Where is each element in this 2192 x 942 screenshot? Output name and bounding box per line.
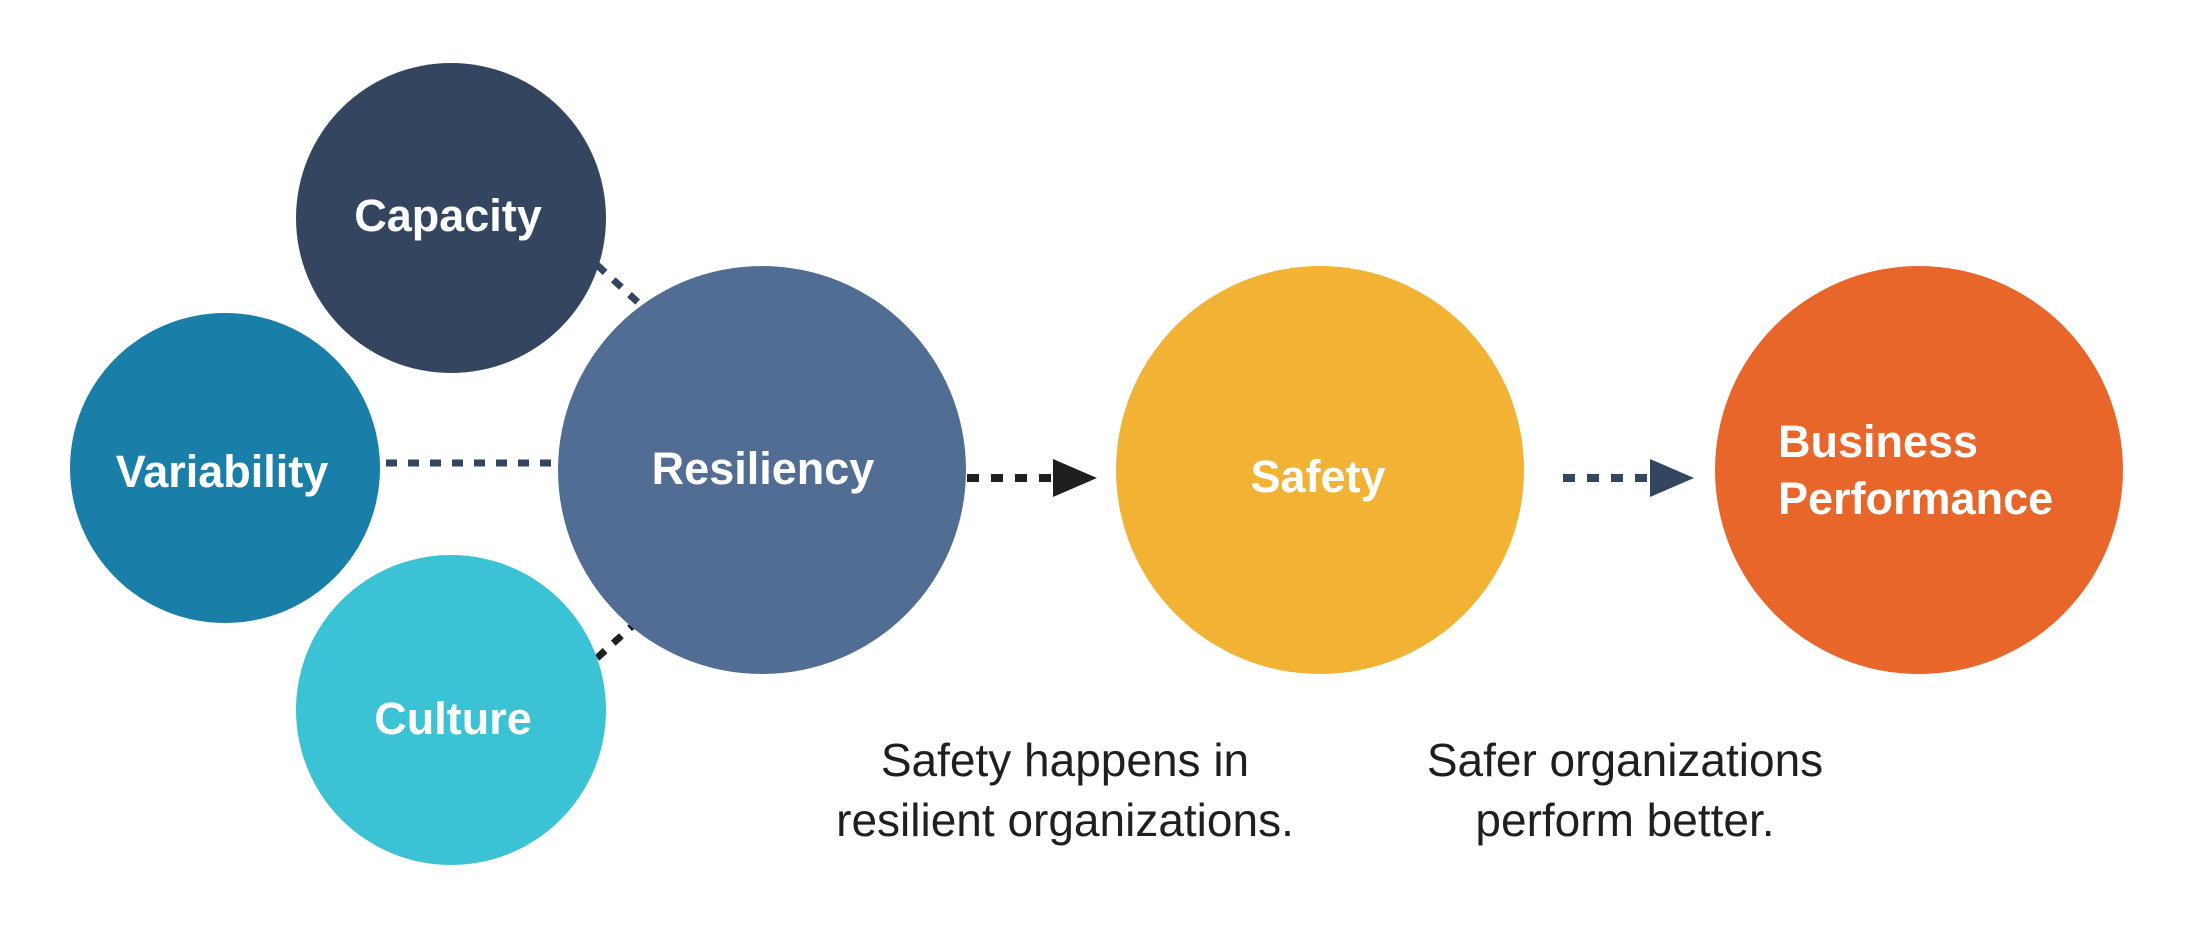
capacity-label: Capacity xyxy=(354,190,542,241)
business-performance-label-line1: Business xyxy=(1778,416,1978,467)
caption-resiliency-safety: Safety happens in resilient organization… xyxy=(780,730,1350,850)
caption-safety-business-line1: Safer organizations xyxy=(1426,734,1824,786)
capacity-circle xyxy=(296,63,606,373)
connector-capacity-resiliency xyxy=(594,262,645,309)
variability-circle xyxy=(70,313,380,623)
culture-circle xyxy=(296,555,606,865)
culture-label: Culture xyxy=(374,693,532,744)
resiliency-label: Resiliency xyxy=(652,443,875,494)
business-performance-label-line2: Performance xyxy=(1778,473,2053,524)
arrow-safety-business-head xyxy=(1650,459,1694,497)
caption-safety-business: Safer organizations perform better. xyxy=(1375,730,1875,850)
caption-resiliency-safety-line1: Safety happens in xyxy=(880,734,1250,786)
variability-label: Variability xyxy=(116,446,329,497)
arrow-resiliency-safety-head xyxy=(1053,459,1097,497)
caption-resiliency-safety-line2: resilient organizations. xyxy=(836,794,1294,846)
caption-safety-business-line2: perform better. xyxy=(1475,794,1775,846)
safety-circle xyxy=(1116,266,1524,674)
resiliency-circle xyxy=(558,266,966,674)
safety-label: Safety xyxy=(1250,451,1385,502)
business-performance-circle xyxy=(1715,266,2123,674)
